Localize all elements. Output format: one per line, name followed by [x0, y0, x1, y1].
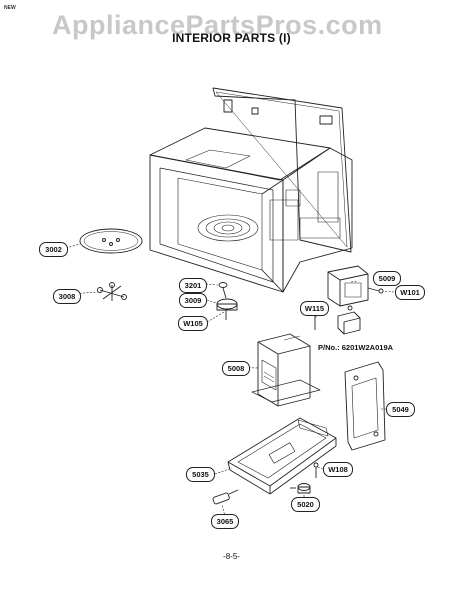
callout-5020: 5020 — [291, 497, 320, 512]
callout-3201: 3201 — [179, 278, 207, 293]
switch-part — [337, 305, 361, 335]
fuse-assembly — [327, 265, 384, 307]
page-number: -8-5- — [223, 552, 240, 561]
turntable-glass — [79, 228, 143, 254]
diode — [212, 489, 239, 505]
shield-plate — [344, 361, 386, 451]
part-number-note: P/No.: 6201W2A019A — [318, 343, 394, 352]
corner-mark: NEW — [4, 5, 16, 11]
callout-3009: 3009 — [179, 293, 207, 308]
high-voltage-transformer — [251, 333, 321, 407]
callout-5035: 5035 — [186, 467, 215, 482]
callout-w105: W105 — [178, 316, 208, 331]
screw-w108 — [313, 462, 319, 468]
watermark: AppliancePartsPros.com — [52, 10, 383, 40]
callout-5009: 5009 — [373, 271, 401, 286]
callout-3002: 3002 — [39, 242, 68, 257]
callout-3008: 3008 — [53, 289, 81, 304]
roller-ring — [97, 282, 127, 301]
turntable-motor — [216, 282, 238, 320]
callout-w115: W115 — [300, 301, 329, 316]
base-plate — [227, 417, 337, 495]
oven-cavity-assembly — [149, 87, 353, 293]
page-title: INTERIOR PARTS (I) — [172, 31, 291, 45]
callout-5049: 5049 — [386, 402, 415, 417]
callout-5008: 5008 — [222, 361, 250, 376]
callout-w108: W108 — [323, 462, 353, 477]
thermostat-part — [290, 483, 311, 494]
callout-w101: W101 — [395, 285, 425, 300]
callout-3065: 3065 — [211, 514, 239, 529]
